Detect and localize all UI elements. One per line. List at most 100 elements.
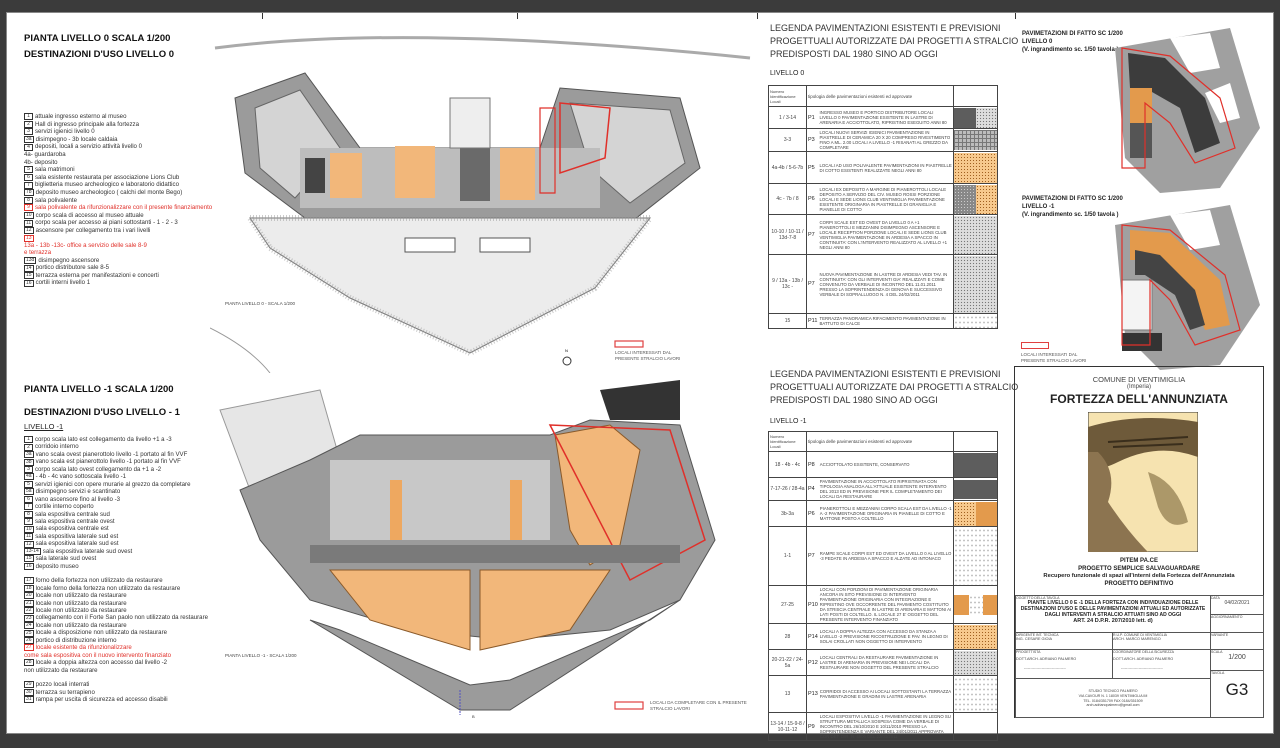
room-ids: 1 / 3-14 (768, 106, 807, 129)
room-number-box: 9 (24, 518, 33, 526)
use-description: Hall di ingresso principale alla fortezz… (35, 120, 139, 128)
use-description: servizi igienici livello 0 (35, 128, 95, 136)
floor-description: TERRAZZA PANORAMICA RIFACIMENTO PAVIMENT… (818, 313, 954, 329)
room-number-box: 1 (24, 113, 33, 121)
courtyard (1170, 33, 1220, 73)
use-description: biglietteria museo archeologico e labora… (35, 181, 179, 189)
dark-area (600, 380, 680, 420)
pattern-wrap (954, 452, 998, 477)
room (395, 146, 435, 198)
room-number-box: 7 (24, 181, 33, 189)
use-description: corpo scala lato ovest collegamento da +… (35, 465, 162, 473)
room-number-box: 29 (24, 681, 34, 689)
pattern-wrap (954, 152, 997, 183)
use-description: locale non utilizzato da restaurare (35, 621, 127, 629)
bench (479, 237, 531, 253)
use-list-item: 13 (24, 234, 212, 242)
room-ids: 15 (768, 313, 807, 329)
update-cell: AGGIORNAMENTO (1210, 614, 1264, 633)
detail0-title: PAVIMETAZIONI DI FATTO SC 1/200 LIVELLO … (1022, 30, 1123, 54)
floor-pattern-swatch (953, 649, 999, 676)
detail1-title: PAVIMETAZIONI DI FATTO SC 1/200 LIVELLO … (1022, 195, 1123, 219)
room-number-box: 10 (24, 212, 34, 220)
use-description: sala espositiva centrale est (35, 525, 109, 533)
detail-title-line: (V. ingrandimento sc. 1/50 tavola ) (1022, 47, 1119, 53)
floor-code: P10 (805, 585, 819, 624)
room-number-box: 4 (24, 143, 33, 151)
room-number-box: 12 (24, 540, 34, 548)
pattern-speck (968, 594, 983, 615)
floor-pattern-swatch (953, 151, 998, 184)
use-description: 13a - 13b -13c- office a servizio delle … (24, 241, 147, 249)
level1-section: LIVELLO -1 (24, 422, 64, 431)
level0-subtitle: DESTINAZIONI D'USO LIVELLO 0 (24, 49, 175, 60)
use-description: collegamento con il Forte San paolo non … (35, 614, 208, 622)
floor-code: P6 (806, 183, 819, 215)
detail-plan-level0 (1115, 28, 1260, 193)
legend-swatch (614, 701, 644, 710)
floor-code: P3 (806, 128, 819, 152)
room-number-box: 27 (24, 644, 34, 652)
floor-description: LOCALI A DOPPIA ALTEZZA CON ACCESSO DA S… (818, 623, 955, 650)
legend1-title-line: LEGENDA PAVIMENTAZIONI ESISTENTI E PREVI… (770, 369, 1001, 379)
use-description: locale a doppia altezza con accesso dal … (35, 659, 167, 667)
room-number-box: 3b (24, 458, 34, 466)
use-list-item: come sala espositiva con il nuovo interv… (24, 652, 208, 659)
room-number-box: 5 (24, 166, 33, 174)
pattern-wrap (954, 184, 997, 214)
studio-line: VIA CAVOUR N. 1 18039 VENTIMIGLIA IM (1078, 693, 1148, 698)
work-area-outline (1121, 47, 1236, 169)
project-phase: PROGETTO DEFINITIVO (1104, 580, 1174, 587)
plan-caption: PIANTA LIVELLO 0 - SCALA 1/200 (225, 301, 295, 306)
tower (449, 97, 491, 149)
room-sud-ovest (328, 569, 471, 651)
courtyard (1170, 210, 1220, 250)
floor-code: P6 (805, 500, 819, 527)
value: DOTT.ARCH. ADRIANO PALMERO (1113, 657, 1174, 661)
room-number-box: 2 (24, 443, 33, 451)
work-area-outline (548, 424, 706, 582)
use-description: locale esistente da rifunzionalizzare (35, 644, 132, 652)
plan-level1: PIANTA LIVELLO -1 - SCALA 1/200 B LOCALI… (219, 380, 747, 719)
header-pattern (953, 431, 999, 452)
use-description: locale a disposizione non utilizzato da … (35, 629, 167, 637)
use-description: disimpegno ascensore (38, 256, 100, 264)
plan-caption: PIANTA LIVELLO -1 - SCALA 1/200 (225, 653, 297, 658)
label: R.U.P. COMUNE DI VENTIMIGLIA (1113, 633, 1167, 637)
room-ids: 13 (768, 675, 807, 713)
use-description: vano ascensore fino al livello -3 (35, 495, 121, 503)
room-number-box: 3a (24, 136, 34, 144)
label: DIRIGENTE INT. TECNICA (1016, 633, 1059, 637)
use-description: attuale ingresso esterno al museo (35, 113, 127, 120)
use-description: pozzo locali interrati (35, 681, 90, 689)
signature-line: --------------------------------- (1024, 666, 1066, 670)
use-description: deposito museo (35, 562, 79, 570)
use-description: 4b- deposito (24, 158, 58, 166)
floor-pattern-swatch (953, 128, 998, 152)
pattern-dots (975, 107, 997, 128)
corridor (310, 545, 680, 563)
oggetto: PIANTE LIVELLO 0 E -1 DELLA FORTEZA CON … (1020, 600, 1206, 618)
title-block: COMUNE DI VENTIMIGLIA (Imperia) FORTEZZA… (1014, 366, 1264, 718)
pattern-orangedots (954, 624, 998, 649)
floor-description: CORPI SCALE EST ED OVEST DA LIVELLO 0 A … (818, 214, 954, 255)
floor-pattern-swatch (953, 623, 999, 650)
use-description: come sala espositiva con il nuovo interv… (24, 651, 172, 659)
pattern-wrap (954, 501, 998, 526)
